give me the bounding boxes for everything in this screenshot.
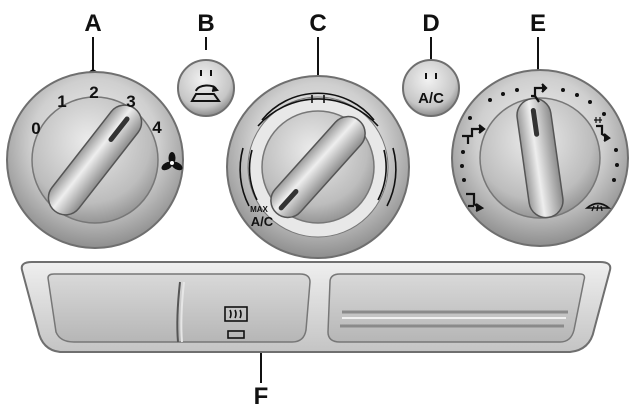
callout-e-label: E xyxy=(530,10,546,37)
floor-defrost-icon xyxy=(594,117,611,142)
temp-knob-grip xyxy=(270,115,366,219)
rear-defrost-button[interactable] xyxy=(224,306,248,339)
air-mode-knob[interactable] xyxy=(451,69,629,247)
tray-right-pocket xyxy=(327,273,586,343)
fan-scale-1: 1 xyxy=(57,92,66,111)
callout-a-label: A xyxy=(84,10,101,37)
tray-left-pocket xyxy=(47,273,311,343)
fan-scale-2: 2 xyxy=(89,83,98,102)
mode-scale-dots xyxy=(460,88,619,182)
ac-button[interactable]: A/C xyxy=(402,59,460,117)
fan-scale-4: 4 xyxy=(152,118,162,137)
ac-button-label: A/C xyxy=(418,90,444,107)
callout-f-label: F xyxy=(254,383,269,410)
temp-knob-pointer xyxy=(278,189,299,211)
indicator-lamp-icon xyxy=(425,73,437,79)
recirculation-icon xyxy=(190,84,221,102)
fan-speed-knob[interactable]: 0 1 2 3 4 xyxy=(6,71,184,249)
recirculation-button[interactable] xyxy=(177,59,235,117)
bi-level-icon xyxy=(531,83,548,103)
callout-d-label: D xyxy=(422,10,439,37)
recirc-indicator-lamp xyxy=(200,70,212,76)
lower-control-tray xyxy=(20,261,612,353)
callout-c-label: C xyxy=(309,10,326,37)
floor-vent-icon xyxy=(466,192,485,212)
tray-divider-groove xyxy=(176,281,181,343)
panel-vent-icon xyxy=(462,124,486,144)
fan-scale-3: 3 xyxy=(126,92,135,111)
rear-defrost-icon xyxy=(224,306,248,322)
temp-ac-label: A/C xyxy=(251,214,274,229)
indicator-light xyxy=(227,330,245,339)
fan-knob-pointer xyxy=(108,116,130,143)
mode-knob-grip xyxy=(516,97,564,219)
temp-scale-track xyxy=(239,92,397,207)
fan-knob-grip xyxy=(47,104,143,216)
defrost-icon xyxy=(584,202,612,212)
callout-b-label: B xyxy=(197,10,214,37)
fan-icon xyxy=(161,152,183,171)
temp-max-label: MAX xyxy=(250,205,268,214)
temperature-knob[interactable]: MAX A/C xyxy=(226,75,410,259)
mode-knob-pointer xyxy=(530,107,540,137)
fan-scale-0: 0 xyxy=(31,119,40,138)
